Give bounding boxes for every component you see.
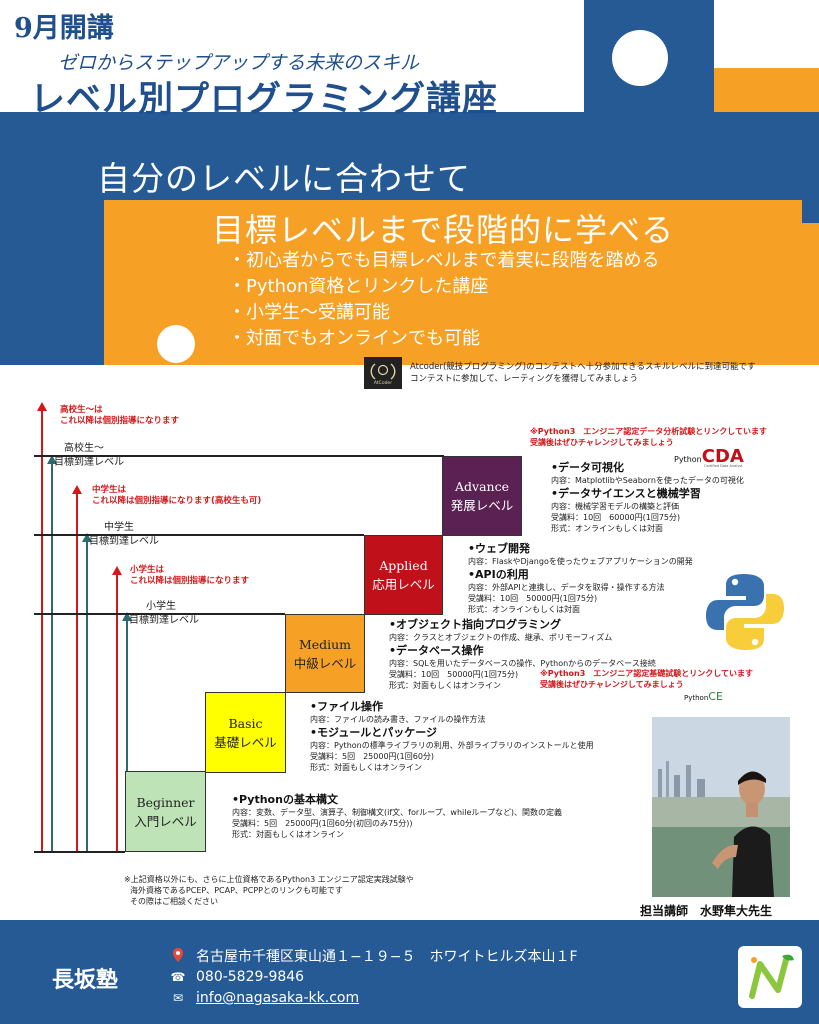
arrow-head-high (37, 402, 47, 411)
cert-note-basic-exam: ※Python3 エンジニア認定基礎試験とリンクしています 受講後はぜひチャレン… (540, 669, 754, 689)
python-ce-logo: PythonCE (684, 690, 723, 703)
feature-item: ・小学生〜受講可能 (228, 302, 390, 323)
threshold-label-middle: 中学生 (104, 522, 134, 533)
phone-line: ☎ 080-5829-9846 (170, 969, 305, 985)
threshold-label-elem-sub: 目標到達レベル (129, 615, 199, 626)
threshold-label-middle-sub: 目標到達レベル (89, 536, 159, 547)
phone-icon: ☎ (170, 970, 186, 984)
arrow-head-elem-target (122, 612, 132, 621)
level-beginner: Beginner 入門レベル (125, 771, 206, 852)
desc-applied: •ウェブ開発 内容：FlaskやDjangoを使ったウェブアプリケーションの開発… (468, 542, 693, 614)
cert-note-data-analysis: ※Python3 エンジニア認定データ分析試験とリンクしています 受講後はぜひチ… (530, 427, 768, 447)
baseline (34, 851, 125, 853)
python-logo-icon (706, 574, 784, 650)
page-title: レベル別プログラミング講座 (30, 79, 499, 120)
banner-line-2: 目標レベルまで段階的に学べる (212, 211, 675, 249)
level-medium: Medium 中級レベル (285, 614, 365, 693)
start-month: 9月開講 (14, 13, 114, 44)
subtitle: ゼロからステップアップする未来のスキル (58, 52, 420, 74)
teacher-photo (652, 717, 790, 897)
n-leaf-logo-icon (749, 954, 794, 999)
email-link[interactable]: info@nagasaka-kk.com (196, 990, 360, 1006)
note-middle: 中学生は これ以降は個別指導になります(高校生も可) (92, 485, 262, 506)
footnote: ※上記資格以外にも、さらに上位資格であるPython3 エンジニア認定実践試験や… (124, 875, 414, 906)
svg-text:AtCoder: AtCoder (374, 380, 392, 386)
feature-list: ・初心者からでも目標レベルまで着実に段階を踏める ・Python資格とリンクした… (228, 248, 659, 352)
arrow-head-high-target (47, 455, 57, 464)
arrow-middle (76, 493, 78, 852)
level-applied: Applied 応用レベル (364, 535, 443, 615)
atcoder-note: Atcoder(競技プログラミング)のコンテストへ十分参加できるスキルレベルに到… (410, 362, 756, 384)
footer (0, 920, 819, 1024)
note-elem: 小学生は これ以降は個別指導になります (130, 565, 250, 586)
arrow-middle-target (86, 541, 88, 852)
arrow-head-elem (112, 566, 122, 575)
school-name: 長坂塾 (52, 968, 119, 993)
decor-dot-bottom (157, 325, 195, 363)
arrow-elem-target (126, 620, 128, 852)
desc-basic: •ファイル操作 内容：ファイルの読み書き、ファイルの操作方法 •モジュールとパッ… (310, 700, 594, 772)
desc-advance: •データ可視化 内容：MatplotlibやSeabornを使ったデータの可視化… (551, 461, 744, 533)
banner-line-1: 自分のレベルに合わせて (97, 159, 471, 198)
level-advance: Advance 発展レベル (442, 456, 522, 536)
threshold-label-high: 高校生〜 (64, 443, 104, 454)
threshold-line-elem (34, 613, 285, 615)
laurel-icon: AtCoder (370, 363, 396, 386)
note-high: 高校生〜は これ以降は個別指導になります (60, 405, 180, 426)
teacher-photo-illustration (652, 717, 790, 897)
mail-icon: ✉ (172, 991, 184, 1005)
arrow-high (41, 410, 43, 852)
desc-beginner: •Pythonの基本構文 内容：変数、データ型、演算子、制御構文(if文、for… (232, 793, 563, 839)
python-cda-logo: PythonCDA Certified Data Analyst (674, 446, 744, 468)
stair-edge (442, 455, 444, 457)
phone-link[interactable]: 080-5829-9846 (196, 969, 305, 985)
level-basic: Basic 基礎レベル (205, 692, 286, 773)
map-pin-icon (170, 947, 186, 965)
email-line: ✉ info@nagasaka-kk.com (170, 990, 359, 1006)
address-text: 名古屋市千種区東山通１−１９−５ ホワイトヒルズ本山１F (196, 949, 578, 965)
arrow-head-middle (72, 485, 82, 494)
arrow-elem (116, 574, 118, 852)
decor-dot-top (612, 30, 668, 86)
address-line: 名古屋市千種区東山通１−１９−５ ホワイトヒルズ本山１F (170, 946, 578, 966)
threshold-label-high-sub: 目標到達レベル (54, 457, 124, 468)
feature-item: ・対面でもオンラインでも可能 (228, 328, 480, 349)
threshold-label-elem: 小学生 (146, 601, 176, 612)
atcoder-logo: AtCoder (364, 357, 402, 389)
arrow-high-target (51, 463, 53, 852)
feature-item: ・Python資格とリンクした講座 (228, 276, 489, 297)
nagasaka-logo (738, 946, 802, 1008)
teacher-caption: 担当講師 水野隼大先生 (640, 904, 773, 918)
orange-banner (104, 200, 802, 365)
desc-medium: •オブジェクト指向プログラミング 内容：クラスとオブジェクトの作成、継承、ポリモ… (389, 618, 656, 690)
arrow-head-middle-target (82, 533, 92, 542)
blue-panel-left (0, 112, 104, 365)
feature-item: ・初心者からでも目標レベルまで着実に段階を踏める (228, 250, 660, 271)
threshold-line-middle (34, 534, 364, 536)
threshold-line-high (34, 455, 443, 457)
